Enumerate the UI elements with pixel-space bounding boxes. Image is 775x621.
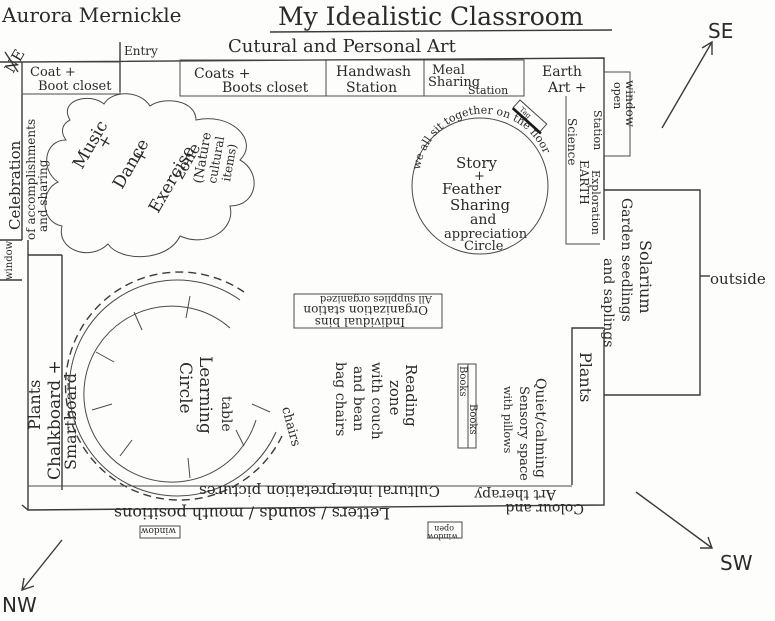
solarium-area [604,189,701,396]
outside-label: outside [710,270,766,288]
coat-boot-closet [21,61,121,95]
earth-science-label-4: Station [591,110,604,150]
earth-art-label-2: Art + [547,80,587,96]
open-window-bottom-label-2: window [427,532,458,541]
page-title: My Idealistic Classroom [278,2,584,31]
quiet-label-1: Quiet/calming [532,378,548,478]
chalkboard-label-2: Smartboard [61,373,80,470]
story-label-3: Feather [442,180,502,198]
music-zone-cloud [44,93,255,257]
open-window-bottom-label-1: open [434,524,454,533]
compass-se: SE [661,19,733,129]
earth-science-station [565,96,600,245]
coats-boots-label-2: Boots closet [222,80,309,96]
meal-label-1: Meal [432,63,465,78]
open-window-right-label-1: open [611,82,624,109]
entry-label: Entry [124,44,158,58]
individual-bins-station: Individual bins Organization station All… [293,293,443,329]
coat-boot-label-1: Coat + [30,65,76,80]
celebration-label-3: and sharing [36,159,50,232]
quiet-label-2: Sensory space [516,386,531,481]
garden-label: Garden seedlings [618,198,634,322]
compass-ne-label: NE [1,46,29,76]
saplings-label: and saplings [600,258,616,347]
compass-nw-label: NW [2,593,37,617]
story-label-1: Story [456,154,498,172]
colour-art-label-1: Colour and [505,500,584,516]
music-dance-label: Dance [109,135,153,192]
books-label-2: Books [467,404,478,435]
celebration-label-2: of accomplishments [24,119,38,240]
chalkboard-label-1: Chalkboard + [45,360,65,480]
individual-bins-label-3: All supplies organized [319,293,433,304]
individual-bins-label-2: Organization station [303,303,428,317]
chairs-label: chairs [278,405,303,448]
earth-science-label-2: Science [565,118,579,165]
open-window-right-label-2: window [623,80,637,128]
compass-sw: SW [635,491,753,575]
plants-left-label: Plants [25,380,44,430]
open-window-right [603,71,631,157]
story-label-4: Sharing [450,196,511,214]
celebration-label-1: Celebration [6,140,24,230]
colour-art-label-2: Art therapy [474,486,557,502]
chairs-ring [64,271,283,501]
books-label-1: Books [457,366,468,397]
open-window-bottom [427,521,463,539]
title-underline [269,29,613,33]
reading-label-4: and bean [350,366,366,431]
coats-boots-label-1: Coats + [194,66,250,82]
learning-circle [64,271,283,501]
plants-right-area [571,327,604,485]
table-label: table [218,396,234,432]
learning-circle-label-1: Learning [195,356,215,434]
reading-label-5: bag chairs [332,362,348,436]
meal-label-2: Sharing [428,75,480,90]
window-bottom [139,525,181,539]
reading-label-2: zone [386,380,404,416]
reading-label-1: Reading [402,364,420,427]
handwash-label-1: Handwash [336,64,411,80]
quiet-label-3: with pillows [501,386,514,454]
story-label-2: + [474,169,485,184]
top-wall-label: Cutural and Personal Art [228,36,457,57]
story-label-6: appreciation [444,227,528,242]
story-label-7: Circle [464,239,504,254]
window-bottom-label: window [140,525,176,535]
earth-art-label-1: Earth [542,64,582,80]
compass-se-label: SE [708,19,733,43]
compass-nw: NW [2,539,63,617]
meal-label-3: Station [468,84,508,97]
cultural-pictures-label: Cultural interpretation pictures [199,482,440,500]
entry-door: Entry [119,42,158,92]
letters-sounds-label: Letters / sounds / mouth positions [114,504,390,523]
coat-boot-label-2: Boot closet [38,79,112,94]
solarium-label: Solarium [636,240,655,314]
individual-bins-label-1: Individual bins [315,315,405,329]
story-circle [411,117,549,255]
bookshelf: Books Books [457,363,478,449]
author-name: Aurora Mernickle [1,3,181,27]
earth-science-label-3: Exploration [589,170,602,235]
compass-sw-label: SW [720,551,753,575]
window-left-label: window [4,240,15,280]
plants-right-label: Plants [576,352,595,402]
learning-circle-label-2: Circle [175,362,195,414]
earth-science-label: EARTH [577,160,591,205]
compass-ne: NE [1,46,29,76]
story-label-5: and [470,212,496,228]
handwash-label-2: Station [346,80,397,96]
reading-label-3: with couch [368,362,384,440]
nature-items-label-3: items) [219,143,239,183]
